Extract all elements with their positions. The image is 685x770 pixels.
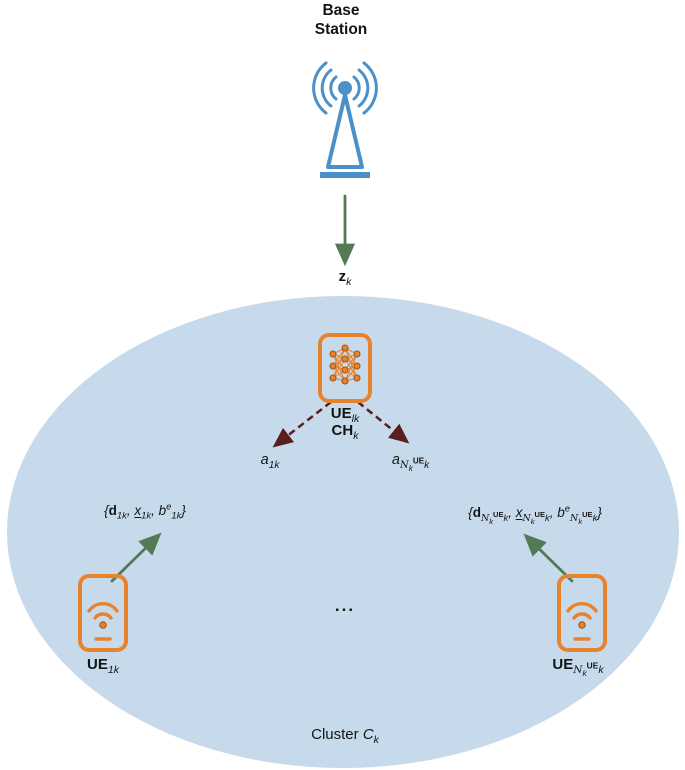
antenna-top-icon — [338, 81, 352, 95]
ue-right-label: UENkUEk — [552, 656, 604, 679]
uplink-left-label: {d1k, x1k, be1k} — [104, 501, 186, 522]
action-right-label: aNkUEk — [391, 452, 430, 473]
cluster-head-label-line1: UElk — [330, 405, 360, 425]
cluster-head-icon — [318, 333, 372, 403]
antenna-waves-icon — [312, 61, 378, 115]
phone-outline-icon — [557, 574, 607, 652]
uplink-right-label: {dNkUEk, xNkUEk, beNkUEk} — [468, 503, 602, 526]
base-station-icon — [312, 61, 378, 178]
ue-right-icon — [557, 574, 607, 652]
cluster-head-label: UElk CHk — [300, 405, 390, 442]
ue-left-icon — [78, 574, 128, 652]
wifi-icon — [566, 601, 598, 629]
downlink-label: zk — [338, 268, 352, 288]
wifi-icon — [87, 601, 119, 629]
ue-left-label: UE1k — [87, 656, 119, 676]
cluster-label: Cluster Ck — [311, 726, 379, 746]
cluster-head-label-line2: CHk — [331, 422, 359, 442]
antenna-tower-icon — [326, 93, 364, 169]
ellipsis-label: ... — [334, 596, 356, 615]
neural-net-icon — [329, 344, 361, 385]
base-station-label: Base Station — [314, 2, 368, 38]
action-left-label: a1k — [260, 452, 280, 471]
cluster-ellipse — [7, 296, 679, 768]
phone-outline-icon — [318, 333, 372, 403]
phone-outline-icon — [78, 574, 128, 652]
